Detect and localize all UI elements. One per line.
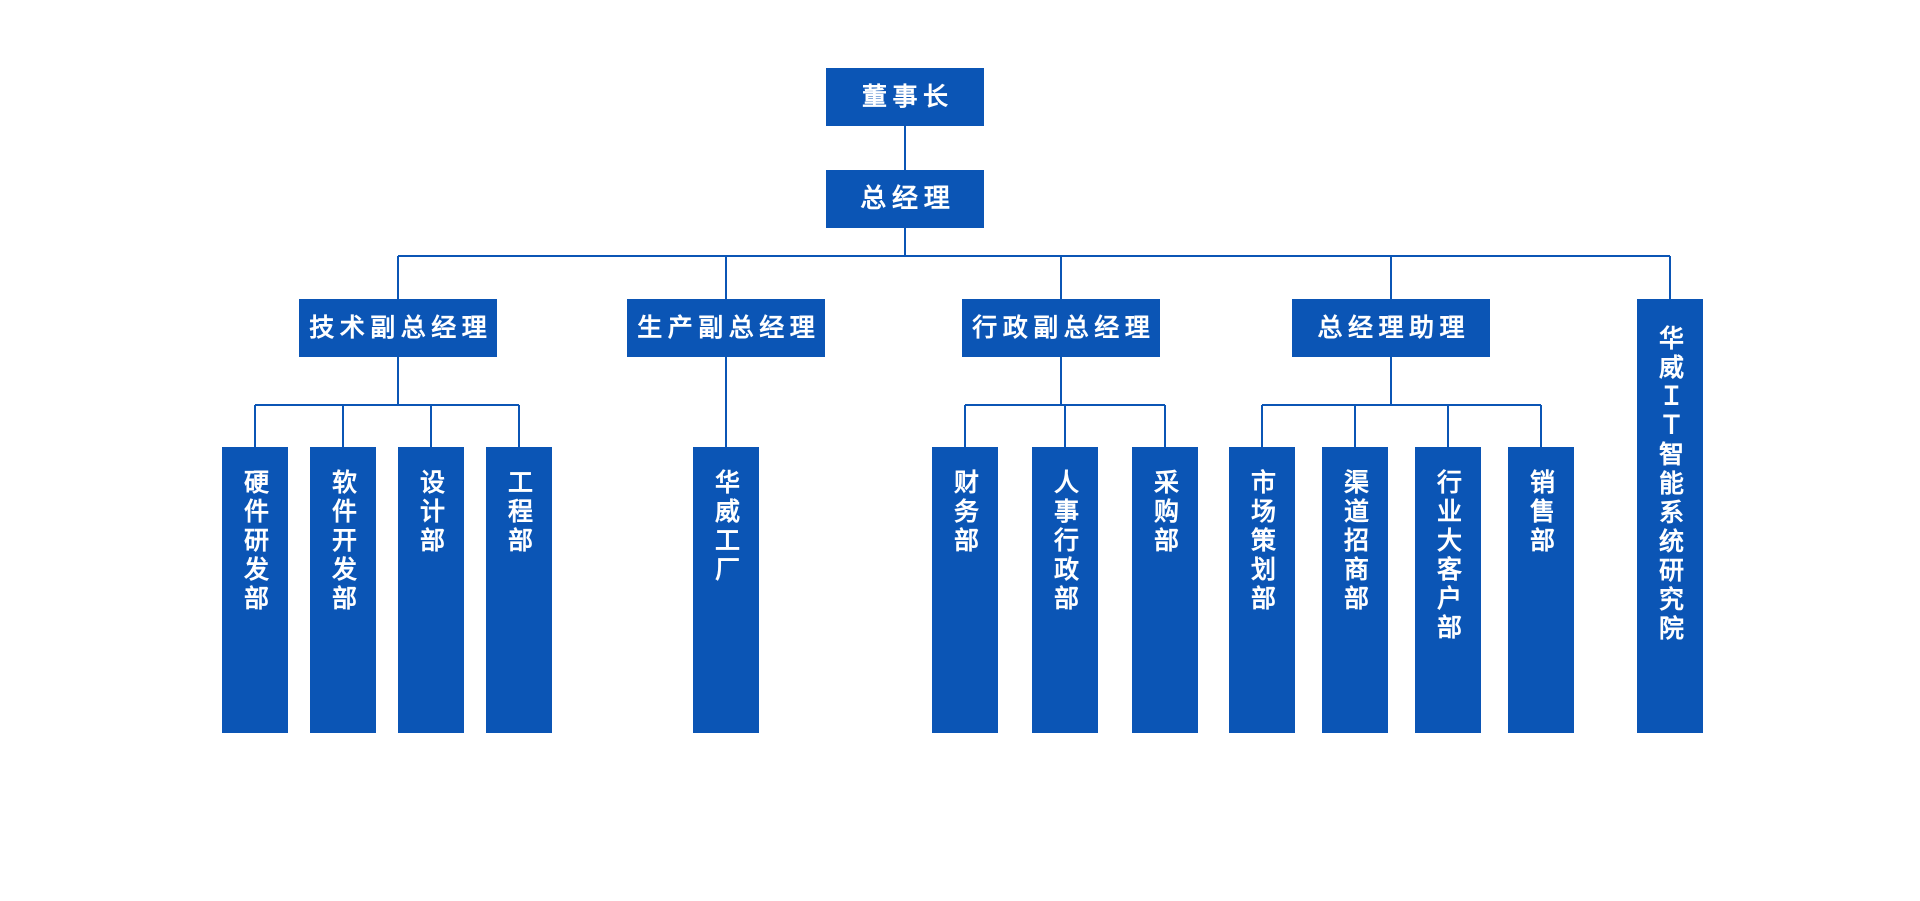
node-huawei-factory[interactable]: 华威工厂 (693, 447, 759, 733)
node-design-dept-label: 设计部 (416, 469, 446, 556)
node-research-institute[interactable]: 华威ＩＴ智能系统研究院 (1637, 299, 1703, 733)
node-finance-dept[interactable]: 财务部 (932, 447, 998, 733)
node-vp-administration-label: 行政副总经理 (972, 313, 1156, 343)
node-hr-admin-dept[interactable]: 人事行政部 (1032, 447, 1098, 733)
node-hardware-rd-dept-label: 硬件研发部 (240, 469, 270, 614)
node-gm-assistant-label: 总经理助理 (1317, 313, 1470, 343)
node-vp-production-label: 生产副总经理 (637, 313, 821, 343)
node-vp-administration[interactable]: 行政副总经理 (962, 299, 1160, 357)
node-channel-recruitment-dept-label: 渠道招商部 (1340, 469, 1370, 614)
node-engineering-dept[interactable]: 工程部 (486, 447, 552, 733)
node-research-institute-label: 华威ＩＴ智能系统研究院 (1655, 325, 1685, 644)
node-design-dept[interactable]: 设计部 (398, 447, 464, 733)
node-hr-admin-dept-label: 人事行政部 (1050, 469, 1080, 614)
node-general-manager-label: 总经理 (860, 183, 956, 214)
node-key-accounts-dept-label: 行业大客户部 (1433, 469, 1463, 643)
node-software-dev-dept-label: 软件开发部 (328, 469, 358, 614)
node-key-accounts-dept[interactable]: 行业大客户部 (1415, 447, 1481, 733)
node-software-dev-dept[interactable]: 软件开发部 (310, 447, 376, 733)
node-marketing-planning-dept-label: 市场策划部 (1247, 469, 1277, 614)
node-sales-dept-label: 销售部 (1526, 469, 1556, 556)
node-chairman[interactable]: 董事长 (826, 68, 984, 126)
node-hardware-rd-dept[interactable]: 硬件研发部 (222, 447, 288, 733)
node-channel-recruitment-dept[interactable]: 渠道招商部 (1322, 447, 1388, 733)
node-vp-technology[interactable]: 技术副总经理 (299, 299, 497, 357)
node-engineering-dept-label: 工程部 (504, 469, 534, 556)
node-chairman-label: 董事长 (861, 82, 954, 112)
node-purchasing-dept-label: 采购部 (1150, 469, 1180, 556)
node-finance-dept-label: 财务部 (950, 469, 980, 556)
node-purchasing-dept[interactable]: 采购部 (1132, 447, 1198, 733)
node-vp-production[interactable]: 生产副总经理 (627, 299, 825, 357)
node-gm-assistant[interactable]: 总经理助理 (1292, 299, 1490, 357)
node-vp-technology-label: 技术副总经理 (309, 313, 493, 343)
node-huawei-factory-label: 华威工厂 (711, 469, 741, 585)
node-general-manager[interactable]: 总经理 (826, 170, 984, 228)
node-marketing-planning-dept[interactable]: 市场策划部 (1229, 447, 1295, 733)
node-sales-dept[interactable]: 销售部 (1508, 447, 1574, 733)
